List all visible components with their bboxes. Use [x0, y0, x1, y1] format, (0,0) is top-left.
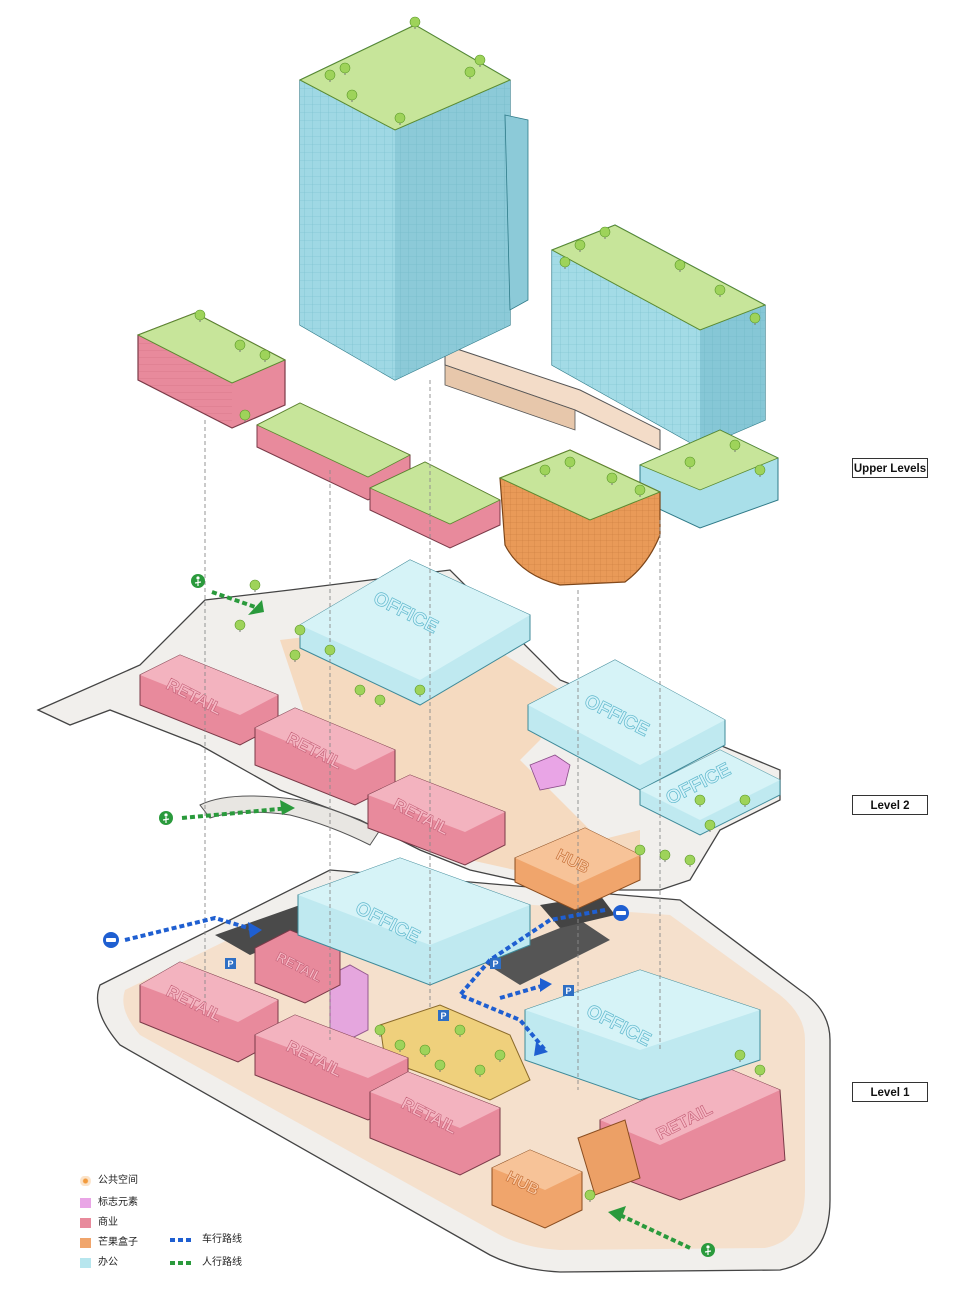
car-icon	[103, 932, 119, 948]
tree-icon	[324, 69, 336, 81]
tree-icon	[374, 1024, 386, 1036]
tree-icon	[434, 1059, 446, 1071]
parking-icon: P	[438, 1010, 449, 1021]
upper-bridge	[444, 344, 661, 451]
upper-mango-box	[498, 449, 662, 586]
tree-icon	[394, 112, 406, 124]
tree-icon	[694, 794, 706, 806]
tree-icon	[749, 312, 761, 324]
tree-icon	[599, 226, 611, 238]
svg-text:P: P	[440, 1011, 446, 1021]
tree-icon	[704, 819, 716, 831]
commercial-swatch	[80, 1218, 91, 1228]
level1-hub	[491, 1119, 641, 1229]
svg-text:P: P	[492, 959, 498, 969]
level1-office-blocks	[297, 857, 761, 1101]
tree-icon	[634, 484, 646, 496]
parking-icon: P	[225, 958, 236, 969]
tree-icon	[249, 579, 261, 591]
tree-icon	[474, 54, 486, 66]
svg-text:P: P	[565, 986, 571, 996]
tree-icon	[584, 1189, 596, 1201]
tree-icon	[259, 349, 271, 361]
tree-icon	[289, 649, 301, 661]
tree-icon	[324, 644, 336, 656]
tree-icon	[659, 849, 671, 861]
level-label-2: Level 2	[852, 795, 928, 815]
tree-icon	[194, 309, 206, 321]
tree-icon	[339, 62, 351, 74]
pedestrian-route-swatch	[170, 1261, 194, 1265]
level-label-upper: Upper Levels	[852, 458, 928, 478]
upper-retail-blocks	[136, 312, 501, 549]
upper-tower-main	[298, 24, 529, 381]
tree-icon	[559, 256, 571, 268]
tree-markers	[194, 16, 766, 1202]
tree-icon	[754, 464, 766, 476]
vehicle-route-swatch	[170, 1238, 194, 1242]
level2-hub	[514, 827, 641, 911]
tree-icon	[674, 259, 686, 271]
mango-box-swatch	[80, 1238, 91, 1248]
tree-icon	[346, 89, 358, 101]
tree-icon	[539, 464, 551, 476]
tree-icon	[394, 1039, 406, 1051]
level-label-1: Level 1	[852, 1082, 928, 1102]
level2-plate	[36, 569, 781, 891]
svg-text:P: P	[227, 959, 233, 969]
level2-retail-blocks	[139, 654, 506, 866]
vehicle-routes	[124, 908, 606, 1052]
tree-icon	[294, 624, 306, 636]
upper-tower-right	[550, 224, 779, 529]
tree-icon	[374, 694, 386, 706]
tree-icon	[574, 239, 586, 251]
car-icon	[613, 905, 629, 921]
pedestrian-icon	[701, 1243, 715, 1257]
landmark-swatch	[80, 1198, 91, 1208]
pedestrian-routes	[181, 590, 691, 1250]
parking-icon: P	[563, 985, 574, 996]
tree-icon	[684, 456, 696, 468]
tree-icon	[739, 794, 751, 806]
level1-retail-blocks	[139, 929, 786, 1201]
tree-icon	[454, 1024, 466, 1036]
tree-icon	[474, 1064, 486, 1076]
legend: 公共空间 标志元素 商业 芒果盒子 办公 车行路线 人行路线	[80, 1174, 300, 1274]
route-arrows	[248, 600, 626, 1222]
tree-icon	[754, 1064, 766, 1076]
tree-icon	[409, 16, 421, 28]
tree-icon	[494, 1049, 506, 1061]
tree-icon	[234, 619, 246, 631]
alignment-lines	[204, 380, 661, 1090]
tree-icon	[606, 472, 618, 484]
tree-icon	[234, 339, 246, 351]
pedestrian-icon	[159, 811, 173, 825]
tree-icon	[239, 409, 251, 421]
tree-icon	[684, 854, 696, 866]
office-swatch	[80, 1258, 91, 1268]
pedestrian-icon	[191, 574, 205, 588]
tree-icon	[419, 1044, 431, 1056]
tree-icon	[564, 456, 576, 468]
tree-icon	[634, 844, 646, 856]
tree-icon	[714, 284, 726, 296]
tree-icon	[464, 66, 476, 78]
level2-office-blocks	[299, 559, 781, 836]
public-space-icon	[80, 1176, 91, 1186]
tree-icon	[414, 684, 426, 696]
tree-icon	[729, 439, 741, 451]
tree-icon	[354, 684, 366, 696]
tree-icon	[734, 1049, 746, 1061]
parking-icon: P	[490, 958, 501, 969]
